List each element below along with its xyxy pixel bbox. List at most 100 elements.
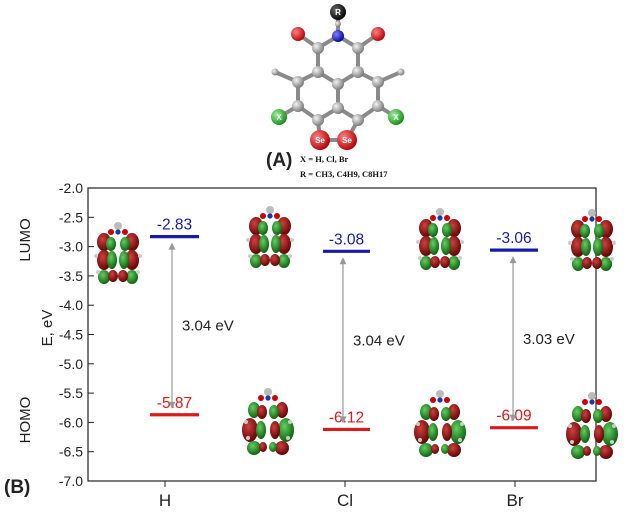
orbital-lobe — [269, 442, 277, 452]
orbital-atom — [94, 254, 98, 258]
orbital-atom — [568, 424, 572, 428]
orbital-atom — [570, 257, 574, 261]
energy-level-plot: -2.0-2.5-3.0-3.5-4.0-4.5-5.0-5.5-6.0-6.5… — [59, 180, 618, 510]
orbital-atom — [286, 436, 290, 440]
orbital-lobe — [420, 404, 432, 420]
x-tick-label: Br — [507, 491, 524, 510]
gap-arrow-head-down — [168, 401, 176, 409]
orbital-lobe — [594, 425, 604, 443]
orbital-atom — [136, 270, 140, 274]
orbital-atom — [437, 215, 443, 221]
molecule-atom — [371, 27, 385, 41]
molecule-atom — [312, 42, 324, 54]
orbital-lobe — [441, 444, 449, 454]
gap-arrow-head-down — [509, 414, 517, 422]
orbital-atom — [568, 241, 572, 245]
orbital-lobe — [260, 254, 270, 266]
orbital-atom — [444, 397, 450, 403]
orbital-lobe — [429, 407, 439, 421]
orbital-atom — [582, 216, 588, 222]
y-tick-label: -3.0 — [59, 239, 83, 255]
orbital-lobe — [583, 446, 591, 456]
molecule-atom — [271, 68, 279, 76]
orbital-atom — [437, 397, 443, 403]
orbital-lobe — [447, 236, 461, 256]
orbital-atom — [246, 436, 250, 440]
gap-arrow-head-up — [509, 256, 517, 264]
orbital-atom — [274, 213, 280, 219]
orbital-lobe — [582, 257, 592, 269]
orbital-lobe — [593, 409, 603, 423]
orbital-atom — [248, 254, 252, 258]
y-tick-label: -2.0 — [59, 180, 83, 196]
band-gap-label: 3.03 eV — [523, 331, 575, 348]
x-substituent-right-atom — [388, 109, 404, 125]
orbital-lobe — [275, 441, 289, 455]
orbital-atom — [436, 208, 444, 216]
y-tick-label: -7.0 — [59, 473, 83, 489]
orbital-lobe — [429, 237, 439, 255]
orbital-lobe — [118, 270, 128, 282]
substituents-r-legend: R = CH3, C4H9, C8H17 — [300, 169, 388, 179]
molecule-atom — [397, 68, 405, 76]
orbital-lobe — [593, 238, 603, 256]
orbital-atom — [288, 254, 292, 258]
orbital-lobe — [276, 402, 288, 418]
lumo-band-label: LUMO — [17, 218, 34, 261]
orbital-lobe — [120, 237, 130, 251]
orbital-lobe — [593, 446, 601, 456]
homo-orbital-image — [566, 392, 618, 459]
y-tick-label: -3.5 — [59, 268, 83, 284]
y-tick-label: -2.5 — [59, 209, 83, 225]
orbital-lobe — [428, 423, 438, 441]
panel-b-label: (B) — [4, 477, 30, 498]
energy-levels: -2.83-5.87-3.08-6.12-3.06-6.09 — [150, 217, 538, 432]
y-tick-label: -5.5 — [59, 385, 83, 401]
orbital-atom — [612, 241, 616, 245]
orbital-atom — [264, 388, 272, 396]
orbital-lobe — [599, 445, 613, 459]
lumo-orbital-image — [568, 209, 616, 271]
orbital-lobe — [571, 237, 585, 257]
orbital-lobe — [442, 423, 452, 441]
x-substituent-right-label: X — [393, 113, 399, 122]
orbital-lobe — [98, 270, 110, 284]
orbital-lobe — [272, 221, 282, 235]
selenium-right-atom — [337, 130, 357, 150]
x-tick-label: Cl — [337, 491, 353, 510]
orbital-atom — [288, 420, 292, 424]
orbital-atom — [416, 422, 420, 426]
orbital-atom — [138, 254, 142, 258]
orbital-atom — [589, 216, 595, 222]
y-tick-label: -6.0 — [59, 414, 83, 430]
orbital-atom — [458, 438, 462, 442]
molecule-atom — [312, 66, 324, 78]
orbital-atom — [96, 270, 100, 274]
orbital-atom — [610, 257, 614, 261]
orbital-lobe — [108, 270, 118, 282]
orbital-images — [94, 206, 618, 459]
orbital-atom — [582, 399, 588, 405]
orbital-atom — [460, 422, 464, 426]
y-tick-label: -6.5 — [59, 444, 83, 460]
orbital-atom — [266, 206, 274, 214]
y-tick-label: -4.5 — [59, 327, 83, 343]
lumo-orbital-image — [94, 222, 142, 284]
orbital-atom — [244, 420, 248, 424]
gap-arrow-head-up — [168, 242, 176, 250]
orbital-atom — [265, 395, 271, 401]
orbital-lobe — [592, 257, 602, 269]
r-group-label: R — [335, 8, 341, 17]
lumo-value-label: -2.83 — [157, 217, 192, 234]
homo-value-label: -6.12 — [329, 409, 364, 426]
r-group-atom — [330, 4, 346, 20]
molecule-atom — [335, 21, 341, 27]
orbital-atom — [122, 229, 128, 235]
orbital-lobe — [571, 445, 585, 459]
orbital-atom — [418, 438, 422, 442]
orbital-lobe — [447, 443, 461, 457]
